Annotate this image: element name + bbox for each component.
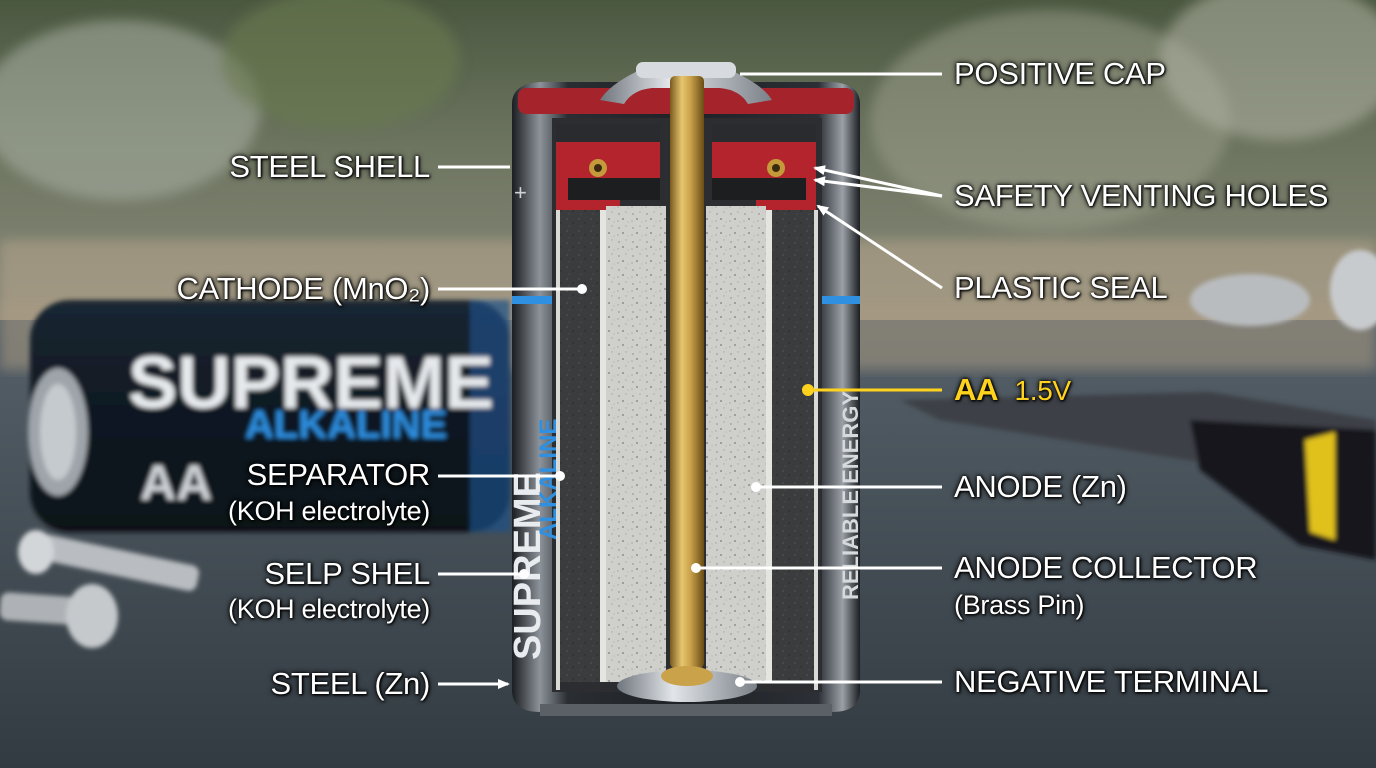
label-aa: AA: [954, 372, 999, 407]
leader-lines: [438, 72, 943, 689]
label-cathode: CATHODE (MnO₂): [176, 271, 430, 306]
label-anode-collector-sub: (Brass Pin): [954, 590, 1085, 620]
label-separator: SEPARATOR: [246, 457, 431, 492]
svg-text:+: +: [514, 180, 527, 205]
label-separator-sub: (KOH electrolyte): [228, 496, 430, 526]
pliers: [900, 250, 1376, 560]
label-plastic-seal: PLASTIC SEAL: [954, 270, 1168, 305]
label-steel-shell: STEEL SHELL: [229, 149, 430, 184]
label-steel-zn: STEEL (Zn): [270, 666, 431, 701]
label-safety-venting-holes: SAFETY VENTING HOLES: [954, 178, 1329, 213]
shell-side-text: RELIABLE ENERGY: [838, 391, 863, 600]
label-anode-collector: ANODE COLLECTOR: [954, 550, 1258, 585]
bg-battery-line: ALKALINE: [245, 403, 447, 447]
label-anode: ANODE (Zn): [954, 469, 1127, 504]
bg-battery-brand: SUPREME: [128, 341, 494, 424]
leader-venting-1: [813, 165, 943, 198]
bg-battery-size: AA: [140, 455, 212, 511]
label-selp-shel: SELP SHEL: [264, 556, 430, 591]
label-selp-shel-sub: (KOH electrolyte): [228, 594, 430, 624]
brass-pin: [670, 76, 704, 668]
background-battery: SUPREME ALKALINE AA: [28, 300, 510, 532]
screws: [0, 530, 200, 648]
label-voltage: 1.5V: [1014, 375, 1072, 406]
leader-plastic-seal: [816, 204, 943, 290]
battery-cutaway: SUPREME ALKALINE RELIABLE ENERGY +: [507, 62, 863, 716]
shell-brand-text: SUPREME: [507, 472, 549, 660]
label-positive-cap: POSITIVE CAP: [954, 56, 1166, 91]
leader-venting-2: [813, 176, 943, 198]
label-aa-voltage: AA 1.5V: [954, 373, 1071, 408]
leader-dots: [519, 284, 814, 687]
label-negative-terminal: NEGATIVE TERMINAL: [954, 664, 1269, 699]
